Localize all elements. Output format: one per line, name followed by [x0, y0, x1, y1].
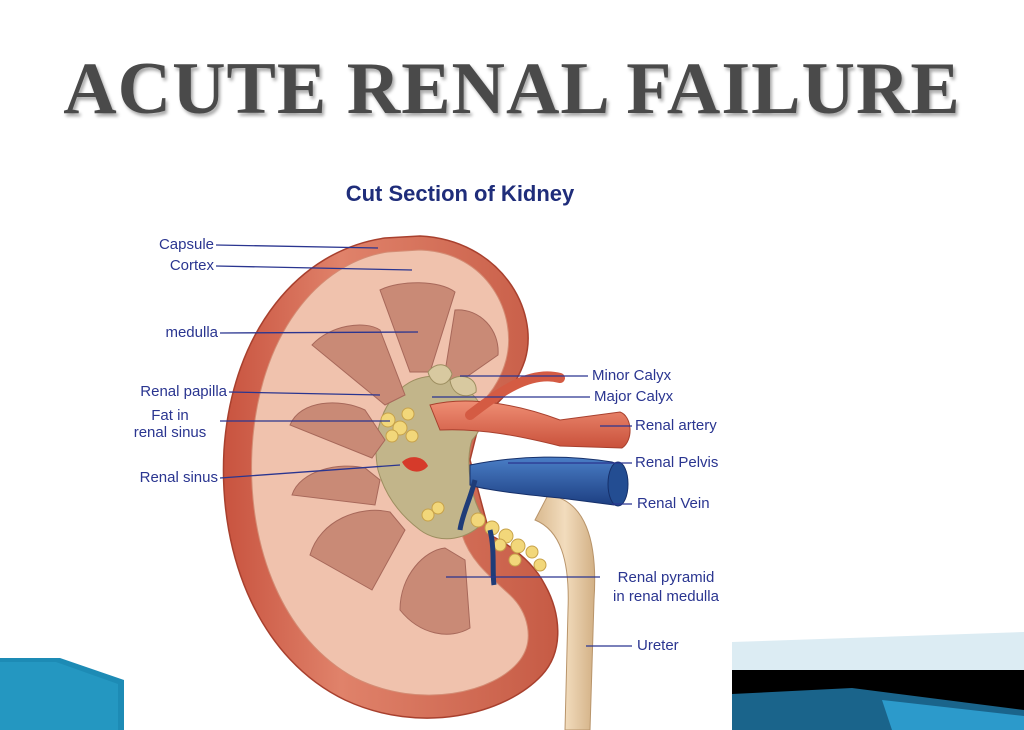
label-fat-line1: Fat in	[151, 407, 189, 424]
label-renal-sinus: Renal sinus	[139, 469, 218, 486]
vein-branch	[487, 529, 497, 586]
label-major-calyx: Major Calyx	[594, 388, 674, 405]
label-fat-line2: renal sinus	[133, 424, 207, 441]
label-renal-vein: Renal Vein	[637, 495, 710, 512]
label-renal-artery: Renal artery	[635, 417, 717, 434]
label-renal-papilla: Renal papilla	[140, 383, 227, 400]
corner-decoration-right	[732, 632, 1024, 730]
label-pyramid-line2: in renal medulla	[613, 588, 719, 605]
label-minor-calyx: Minor Calyx	[592, 367, 672, 384]
label-cortex: Cortex	[169, 257, 214, 274]
calyx	[427, 364, 453, 385]
label-renal-pelvis: Renal Pelvis	[635, 454, 719, 471]
pyramid	[309, 509, 406, 591]
label-capsule: Capsule	[158, 236, 214, 253]
pyramid	[399, 547, 471, 635]
vein-branch	[457, 479, 478, 531]
label-ureter: Ureter	[637, 637, 679, 654]
pyramid	[289, 402, 386, 459]
pyramid	[444, 309, 499, 386]
label-pyramid-line1: Renal pyramid	[617, 569, 715, 586]
pyramid	[291, 465, 381, 506]
red-spot	[402, 457, 428, 472]
vein-end	[607, 461, 629, 507]
pyramid	[379, 282, 456, 373]
label-medulla: medulla	[165, 324, 218, 341]
slide-title: ACUTE RENAL FAILURE	[63, 48, 961, 130]
leader-lines	[215, 244, 632, 647]
fat-deposits	[380, 407, 547, 572]
ureter-shape	[534, 494, 596, 730]
pyramid	[311, 324, 406, 406]
diagram-title: Cut Section of Kidney	[345, 181, 575, 206]
corner-decoration-left	[0, 658, 124, 730]
